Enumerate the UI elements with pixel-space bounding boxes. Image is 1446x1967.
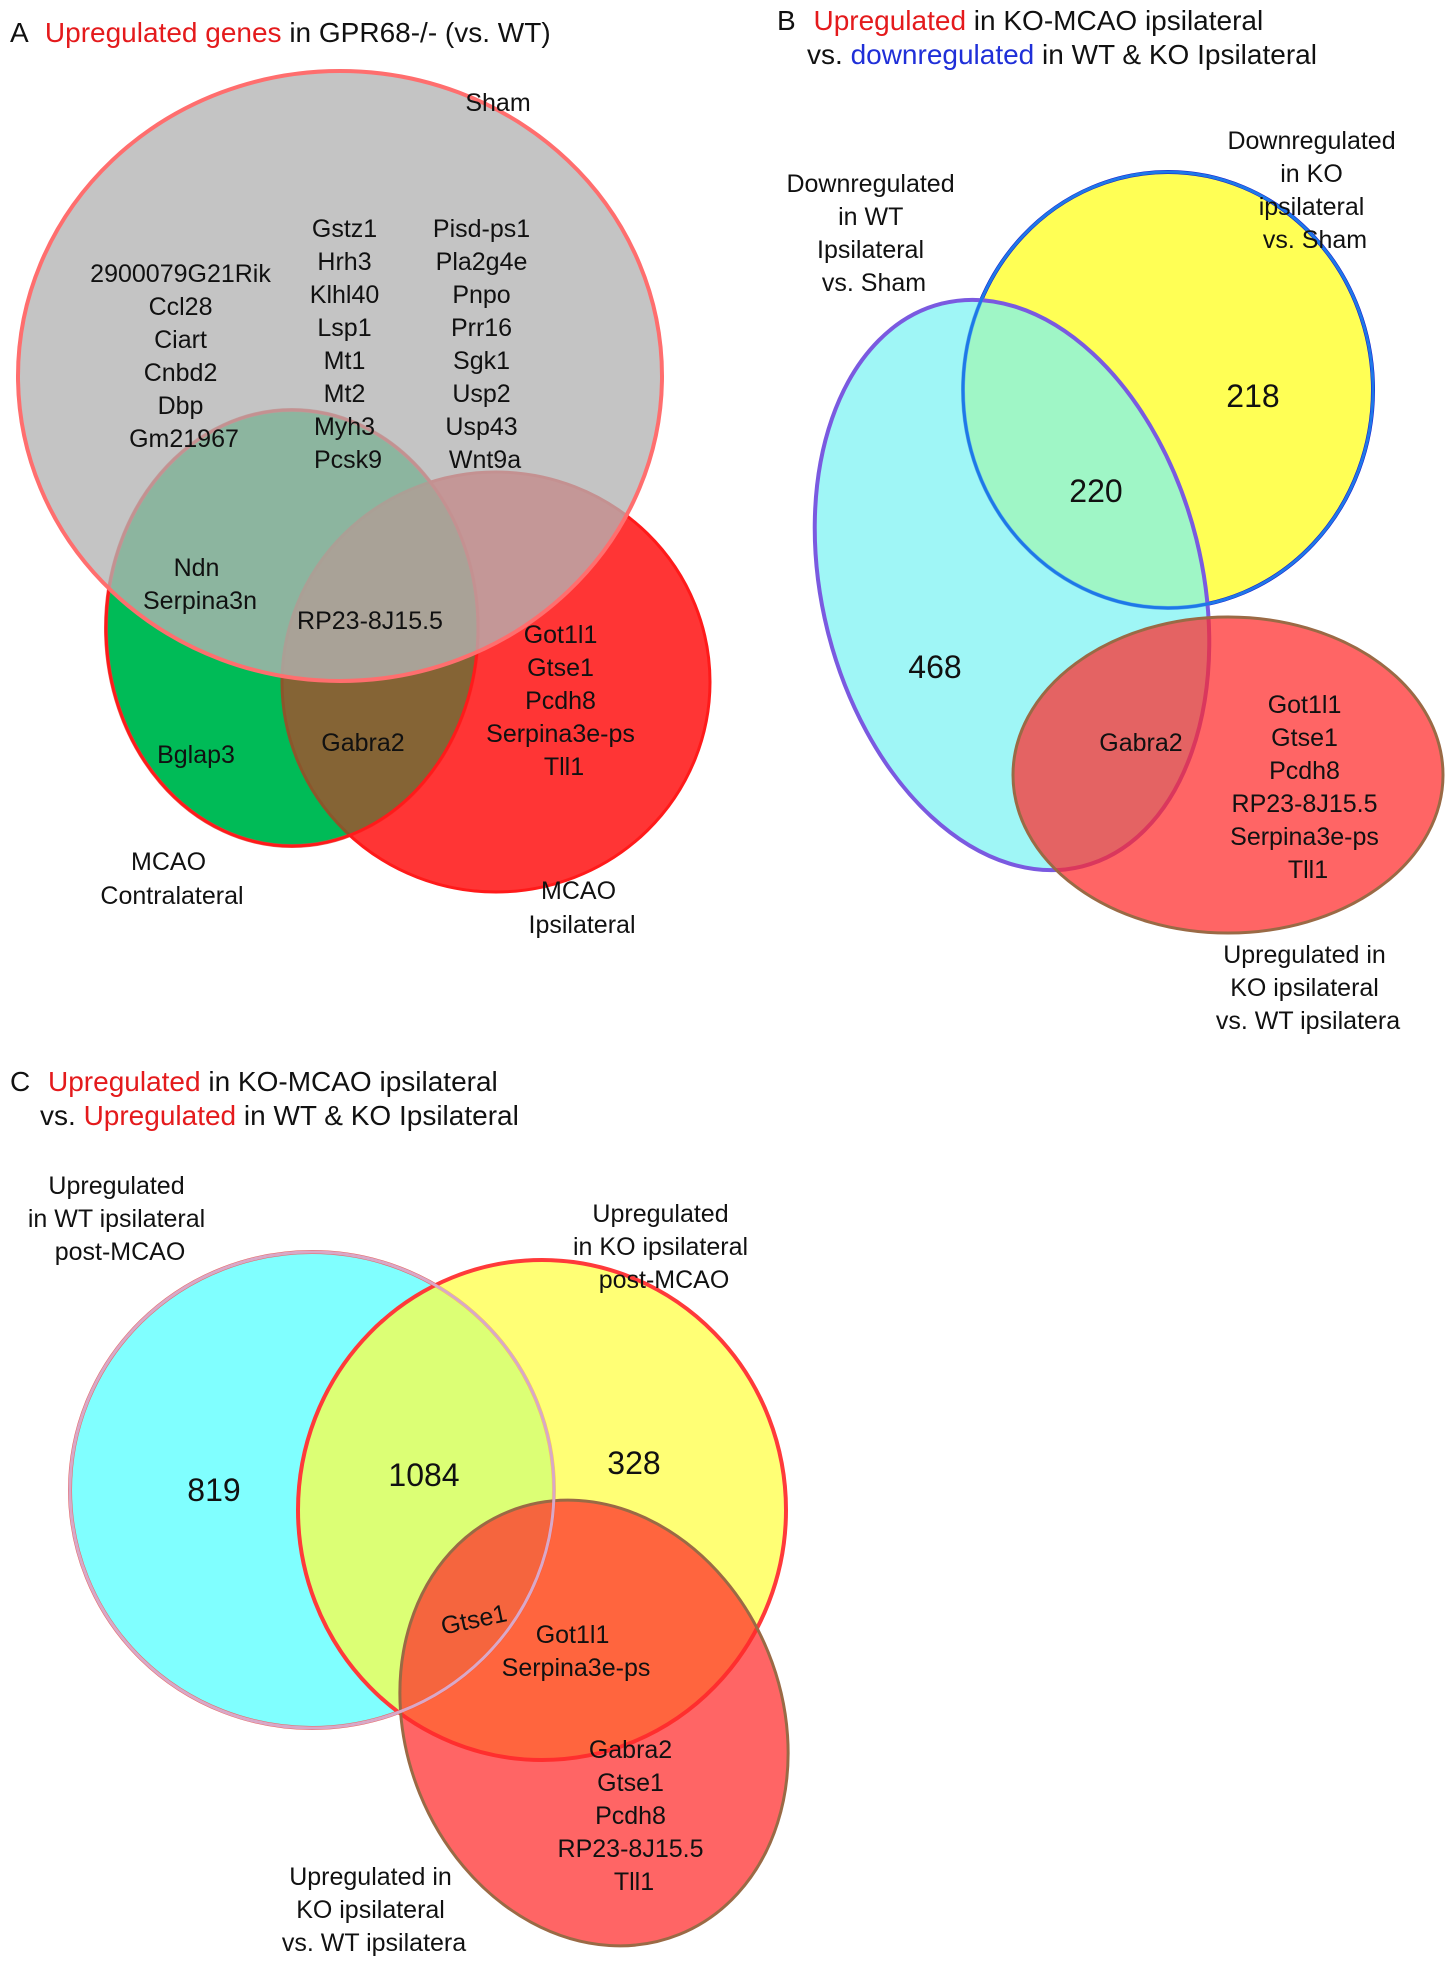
- region-c-wt-ko-count: 1084: [388, 1457, 459, 1493]
- set-label-c-up: Upregulated in KO ipsilateral vs. WT ips…: [282, 1863, 466, 1957]
- panel-a: A Upregulated genes in GPR68-/- (vs. WT)…: [10, 17, 712, 939]
- panel-a-title-rest: in GPR68-/- (vs. WT): [282, 17, 551, 48]
- region-b-wt-ko-count: 220: [1069, 473, 1122, 509]
- ellipse-ko-up-vs-wt: [1011, 615, 1445, 935]
- panel-c-heading-line2: vs. Upregulated in WT & KO Ipsilateral: [40, 1100, 519, 1131]
- panel-c-heading-line1: C Upregulated in KO-MCAO ipsilateral: [10, 1066, 498, 1097]
- set-label-b-wt-down: Downregulated in WT Ipsilateral vs. Sham: [786, 170, 961, 297]
- region-b-wt-only-count: 468: [908, 649, 961, 685]
- panel-a-letter: A: [10, 17, 29, 48]
- panel-b: B Upregulated in KO-MCAO ipsilateral vs.…: [777, 5, 1445, 1035]
- region-a-sham-contralateral: Ndn Serpina3n: [143, 554, 257, 615]
- region-a-sham-col1: 2900079G21Rik Ccl28 Ciart Cnbd2 Dbp Gm21…: [90, 260, 278, 453]
- set-label-mcao-ipsilateral: MCAO Ipsilateral: [529, 877, 636, 939]
- region-b-up-only: Got1l1 Gtse1 Pcdh8 RP23-8J15.5 Serpina3e…: [1230, 691, 1386, 884]
- region-b-wt-up: Gabra2: [1099, 729, 1182, 757]
- region-c-up-only: Gabra2 Gtse1 Pcdh8 RP23-8J15.5 Tll1: [558, 1736, 711, 1896]
- region-a-all-three: RP23-8J15.5: [297, 607, 443, 635]
- region-a-ipsilateral-only: Got1l1 Gtse1 Pcdh8 Serpina3e-ps Tll1: [486, 621, 642, 781]
- ellipse-ko-downregulated-outline: [961, 170, 1375, 610]
- panel-c: C Upregulated in KO-MCAO ipsilateral vs.…: [10, 1066, 790, 1957]
- region-a-sham-col3: Pisd-ps1 Pla2g4e Pnpo Prr16 Sgk1 Usp2 Us…: [433, 215, 537, 474]
- set-label-b-ko-down: Downregulated in KO ipsilateral vs. Sham: [1227, 127, 1402, 254]
- panel-b-heading-line1: B Upregulated in KO-MCAO ipsilateral: [777, 5, 1263, 36]
- region-a-contralateral-ipsilateral: Gabra2: [321, 729, 404, 757]
- set-label-c-ko-up: Upregulated in KO ipsilateral post-MCAO: [573, 1200, 755, 1294]
- panel-b-letter: B: [777, 5, 796, 36]
- circle-c-wt-upregulated-outline: [68, 1250, 556, 1730]
- region-a-sham-col2: Gstz1 Hrh3 Klhl40 Lsp1 Mt1 Mt2 Myh3 Pcsk…: [310, 215, 386, 474]
- panel-a-heading: A Upregulated genes in GPR68-/- (vs. WT): [10, 17, 551, 48]
- panel-b-heading-line2: vs. downregulated in WT & KO Ipsilateral: [807, 39, 1317, 70]
- set-label-mcao-contralateral: MCAO Contralateral: [100, 848, 243, 910]
- region-c-ko-up: Got1l1 Serpina3e-ps: [502, 1621, 651, 1682]
- panel-a-title-red: Upregulated genes: [45, 17, 282, 48]
- region-c-ko-only-count: 328: [607, 1445, 660, 1481]
- panel-c-letter: C: [10, 1066, 30, 1097]
- set-label-sham: Sham: [465, 89, 530, 117]
- ellipse-c-ko-up-vs-wt: [398, 1498, 790, 1948]
- region-c-wt-only-count: 819: [187, 1472, 240, 1508]
- set-label-c-wt-up: Upregulated in WT ipsilateral post-MCAO: [28, 1172, 212, 1266]
- region-b-ko-only-count: 218: [1226, 378, 1279, 414]
- set-label-b-up: Upregulated in KO ipsilateral vs. WT ips…: [1216, 941, 1400, 1035]
- region-a-contralateral-only: Bglap3: [157, 741, 235, 769]
- circle-sham: [16, 69, 664, 683]
